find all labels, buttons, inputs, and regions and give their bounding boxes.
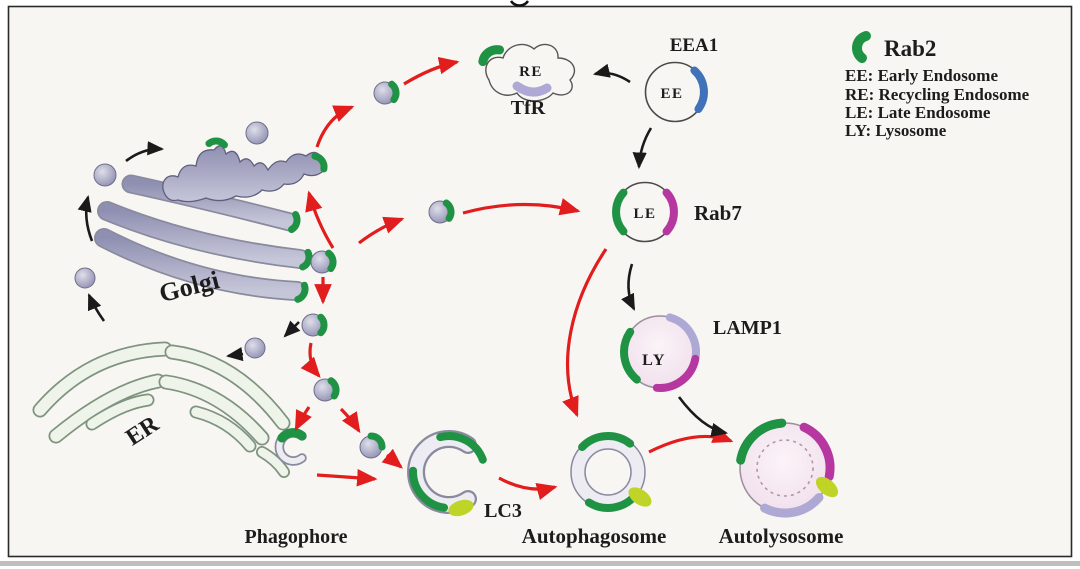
arrow-retrograde-up-1: [87, 293, 106, 322]
cis-golgi-cisterna: [162, 145, 327, 203]
arrow-to-recycling-endosome: [403, 56, 460, 86]
ee-text: EE: [660, 86, 683, 102]
re-text: RE: [519, 64, 543, 80]
phagophore: LC3 Phagophore: [245, 429, 522, 548]
eea1-label: EEA1: [670, 35, 719, 56]
vesicle-rab2: [373, 82, 397, 105]
legend-title: Rab2: [884, 36, 936, 61]
lysosome: LY LAMP1: [621, 313, 782, 396]
black-arrows: [77, 63, 729, 438]
arrow-to-vesicle-mid: [358, 216, 405, 245]
rab2-crescent: [321, 317, 324, 333]
nascent-phagophore: [274, 432, 307, 466]
arrow-phagophore-to-autophagosome: [498, 476, 558, 501]
arrow-le-to-ly: [621, 263, 636, 311]
vesicle-rab2: [359, 434, 384, 459]
bottom-edge-strip: [0, 561, 1080, 566]
arrow-autophagosome-to-autolysosome: [648, 426, 734, 454]
le-text: LE: [633, 206, 656, 222]
vesicle: [93, 163, 117, 187]
red-arrows: [294, 56, 734, 501]
legend-entry-ee: EE: Early Endosome: [845, 66, 998, 85]
golgi-organelle: Golgi: [94, 140, 327, 308]
arrow-ee-to-le: [632, 127, 653, 170]
vesicle: [245, 121, 269, 145]
rab2-crescent: [209, 140, 225, 145]
er-tubules: [32, 341, 291, 478]
rab7-label: Rab7: [694, 201, 742, 225]
late-endosome: LE Rab7: [616, 181, 742, 243]
arrow-ly-to-autolysosome: [677, 396, 729, 438]
arrow-le-to-autophagosome: [562, 248, 608, 418]
legend: Rab2 EE: Early Endosome RE: Recycling En…: [845, 31, 1030, 140]
vesicles: [74, 82, 452, 459]
vesicle: [74, 267, 96, 289]
vesicle-rab2: [428, 201, 452, 224]
autophagosome: Autophagosome: [522, 434, 667, 548]
tfr-crescent: [512, 81, 552, 97]
arrow-er-to-phagophore: [316, 468, 378, 487]
autolysosome-label: Autolysosome: [719, 524, 844, 548]
arrow-golgi-to-er-1: [283, 320, 301, 338]
golgi-cisternae: [94, 145, 327, 301]
lc3-blob: [628, 487, 652, 507]
er-organelle: ER: [32, 341, 307, 478]
arrow-to-phagophore: [381, 448, 403, 469]
lc3-label: LC3: [484, 500, 522, 522]
cropped-title-fragment: [509, 0, 530, 7]
vesicle: [244, 337, 266, 359]
arrow-down-vesicle: [300, 342, 321, 378]
lc3-blob: [448, 499, 474, 517]
arrow-down-right-vesicle: [339, 407, 361, 434]
ly-text: LY: [642, 352, 666, 369]
rab2-crescent: [392, 84, 397, 100]
legend-entry-ly: LY: Lysosome: [845, 121, 947, 140]
arrow-to-vesicle-top: [315, 105, 355, 148]
early-endosome: EE EEA1: [644, 35, 719, 123]
lc3-blob: [815, 476, 839, 498]
recycling-endosome: RE TfR: [480, 44, 576, 119]
arrow-retrograde-up-2: [77, 194, 94, 242]
autolysosome-inner-dashed: [756, 439, 814, 497]
arrow-to-nascent-phagophore: [294, 406, 312, 432]
autolysosome: Autolysosome: [719, 416, 844, 548]
arrow-to-late-endosome: [462, 198, 581, 216]
lamp1-label: LAMP1: [713, 317, 782, 339]
legend-entry-re: RE: Recycling Endosome: [845, 85, 1030, 104]
vesicle-rab2: [310, 251, 334, 274]
tfr-label: TfR: [511, 97, 546, 119]
arrow-to-cis-golgi: [125, 141, 165, 163]
arrow-ee-to-re: [592, 63, 631, 84]
rab2-legend-crescent-icon: [852, 31, 871, 63]
vesicle-rab2: [313, 379, 337, 402]
rab2-crescent: [281, 432, 302, 438]
vesicle-rab2: [301, 313, 324, 337]
arrow-golgi-to-er-2: [225, 346, 244, 362]
rab2-crescent: [329, 253, 334, 269]
phagophore-label: Phagophore: [245, 526, 348, 548]
legend-entry-le: LE: Late Endosome: [845, 103, 991, 122]
autophagosome-label: Autophagosome: [522, 524, 667, 548]
arrow-golgi-up: [305, 190, 335, 249]
